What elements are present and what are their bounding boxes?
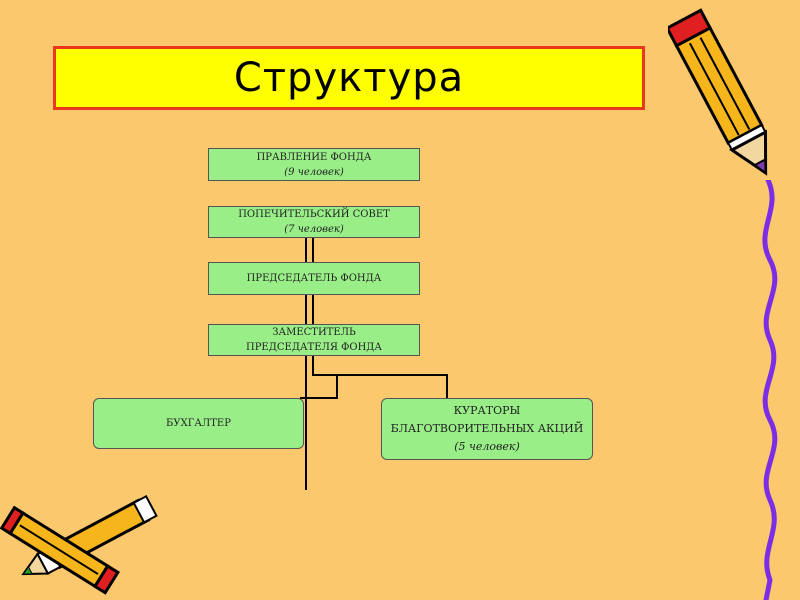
node-deputy-title-1: ЗАМЕСТИТЕЛЬ [272,327,356,338]
connector-curators-drop [446,374,448,398]
node-board-title: ПРАВЛЕНИЕ ФОНДА [256,151,372,163]
connector-main-vertical [305,235,307,490]
squiggle-line [762,180,778,600]
node-chairman: ПРЕДСЕДАТЕЛЬ ФОНДА [208,262,420,295]
node-chairman-title: ПРЕДСЕДАТЕЛЬ ФОНДА [246,273,382,284]
node-curators-title-2: БЛАГОТВОРИТЕЛЬНЫХ АКЦИЙ [390,422,584,435]
page-title: Структура [233,55,465,101]
connector-bar-upper [312,374,448,376]
connector-bar-lower [300,397,338,399]
crossed-pencils-icon [0,494,158,595]
node-council-count: (7 человек) [284,224,344,235]
node-council-title: ПОПЕЧИТЕЛЬСКИЙ СОВЕТ [238,209,390,220]
connector-main-vertical-2 [312,235,314,375]
node-accountant: БУХГАЛТЕР [93,398,304,449]
node-council: ПОПЕЧИТЕЛЬСКИЙ СОВЕТ (7 человек) [208,206,420,238]
node-curators-title-1: КУРАТОРЫ [453,404,521,417]
node-deputy-title-2: ПРЕДСЕДАТЕЛЯ ФОНДА [245,342,383,353]
node-deputy: ЗАМЕСТИТЕЛЬ ПРЕДСЕДАТЕЛЯ ФОНДА [208,324,420,356]
title-banner: Структура [53,46,645,110]
node-board-count: (9 человек) [284,166,344,178]
node-board: ПРАВЛЕНИЕ ФОНДА (9 человек) [208,148,420,181]
connector-accountant-drop [336,374,338,398]
node-curators-count: (5 человек) [454,440,520,453]
node-curators: КУРАТОРЫ БЛАГОТВОРИТЕЛЬНЫХ АКЦИЙ (5 чело… [381,398,593,460]
pencil-icon [668,8,768,176]
node-accountant-title: БУХГАЛТЕР [166,418,231,429]
